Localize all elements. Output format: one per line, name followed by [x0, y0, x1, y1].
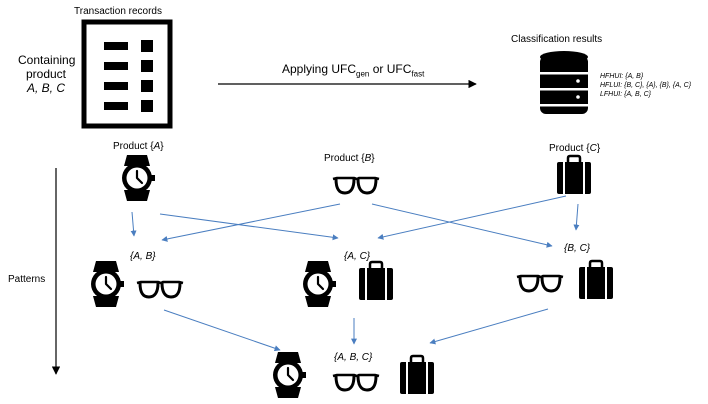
arrow-c-to-ac: [377, 195, 567, 240]
results-list: HFHUI: {A, B} HFLUI: {B, C}, {A}, {B}, {…: [600, 72, 691, 99]
glasses-icon: [331, 176, 381, 195]
algorithm-label-mid: or UFC: [369, 62, 412, 76]
watch-icon: [301, 259, 338, 309]
briefcase-icon: [398, 354, 436, 396]
result-key: LFHUI: [600, 91, 621, 98]
containing-label-line2: product: [25, 67, 67, 81]
patterns-label: Patterns: [8, 274, 46, 285]
result-hflui: HFLUI: {B, C}, {A}, {B}, {A, C}: [600, 81, 691, 90]
containing-items: A, B, C: [26, 81, 65, 95]
product-c-label: Product {C}: [549, 143, 601, 154]
glasses-icon: [135, 280, 185, 299]
product-b-label: Product {B}: [324, 153, 375, 164]
pair-bc-label: {B, C}: [564, 243, 591, 254]
arrow-c-to-bc: [573, 203, 580, 231]
pair-ab-label: {A, B}: [130, 251, 156, 262]
watch-icon: [271, 350, 308, 400]
briefcase-icon: [555, 154, 593, 196]
result-key: HFLUI: [600, 82, 621, 89]
result-key: HFHUI: [600, 73, 622, 80]
results-title: Classification results: [511, 34, 603, 45]
result-value: : {A, B, C}: [620, 91, 651, 98]
records-title: Transaction records: [74, 6, 162, 17]
result-hfhui: HFHUI: {A, B}: [600, 72, 691, 81]
arrow-ab-to-abc: [163, 309, 281, 352]
containing-label: Containing product A, B, C: [18, 53, 76, 95]
arrow-a-to-ac: [159, 213, 339, 241]
result-value: : {B, C}, {A}, {B}, {A, C}: [620, 82, 692, 89]
watch-icon: [120, 153, 157, 203]
product-a-label: Product {A}: [113, 141, 164, 152]
result-value: : {A, B}: [621, 73, 644, 80]
result-lfhui: LFHUI: {A, B, C}: [600, 90, 691, 99]
arrow-bc-to-abc: [429, 308, 549, 345]
glasses-icon: [331, 373, 381, 392]
pattern-arrows: [130, 195, 580, 352]
document-list-icon: [81, 19, 173, 129]
briefcase-icon: [357, 260, 395, 302]
containing-label-line1: Containing: [18, 53, 76, 67]
watch-icon: [89, 259, 126, 309]
algorithm-label-prefix: Applying UFC: [282, 62, 357, 76]
pair-ac-label: {A, C}: [344, 251, 371, 262]
arrow-b-to-ab: [161, 203, 341, 242]
algorithm-label-sub-gen: gen: [356, 69, 370, 79]
algorithm-label: Applying UFCgen or UFCfast: [282, 62, 424, 78]
database-icon: [540, 51, 588, 114]
algorithm-label-sub-fast: fast: [411, 69, 425, 79]
arrow-b-to-bc: [371, 203, 553, 248]
triple-abc-label: {A, B, C}: [334, 352, 373, 363]
glasses-icon: [515, 274, 565, 293]
briefcase-icon: [577, 259, 615, 301]
arrow-a-to-ab: [130, 211, 137, 237]
